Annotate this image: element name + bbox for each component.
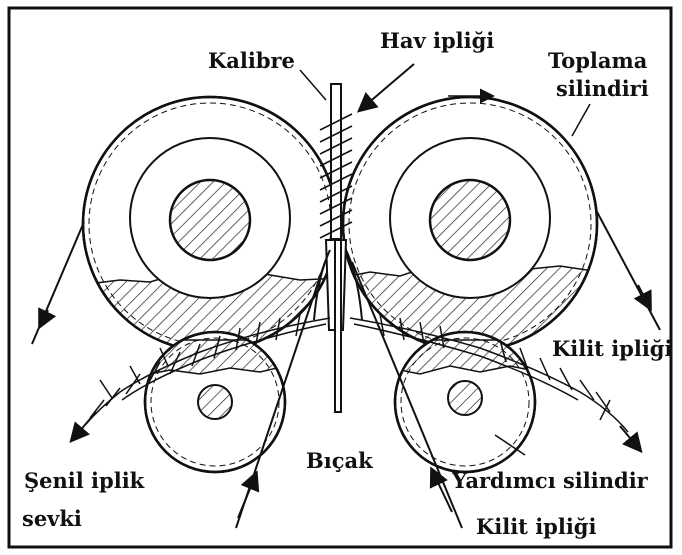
- label-toplama-line2: silindiri: [556, 76, 649, 101]
- label-senil-line2: sevki: [22, 506, 82, 531]
- label-bicak: Bıçak: [306, 448, 373, 473]
- label-toplama-line1: Toplama: [548, 48, 648, 73]
- label-yardimci-silindir: Yardımcı silindir: [451, 468, 649, 493]
- label-senil-line1: Şenil iplik: [24, 468, 145, 493]
- label-kalibre: Kalibre: [208, 48, 295, 73]
- right-collecting-roller: [340, 96, 600, 360]
- label-hav-ipligi: Hav ipliği: [380, 28, 494, 53]
- left-collecting-roller: [80, 97, 340, 360]
- pile-yarn-arrow: [360, 64, 414, 110]
- label-kilit-ipligi-bottom: Kilit ipliği: [476, 514, 596, 539]
- right-feed-line: [596, 210, 660, 330]
- right-auxiliary-roller: [390, 332, 540, 472]
- label-kilit-ipligi-right: Kilit ipliği: [552, 336, 672, 361]
- knife-blade: [335, 240, 341, 412]
